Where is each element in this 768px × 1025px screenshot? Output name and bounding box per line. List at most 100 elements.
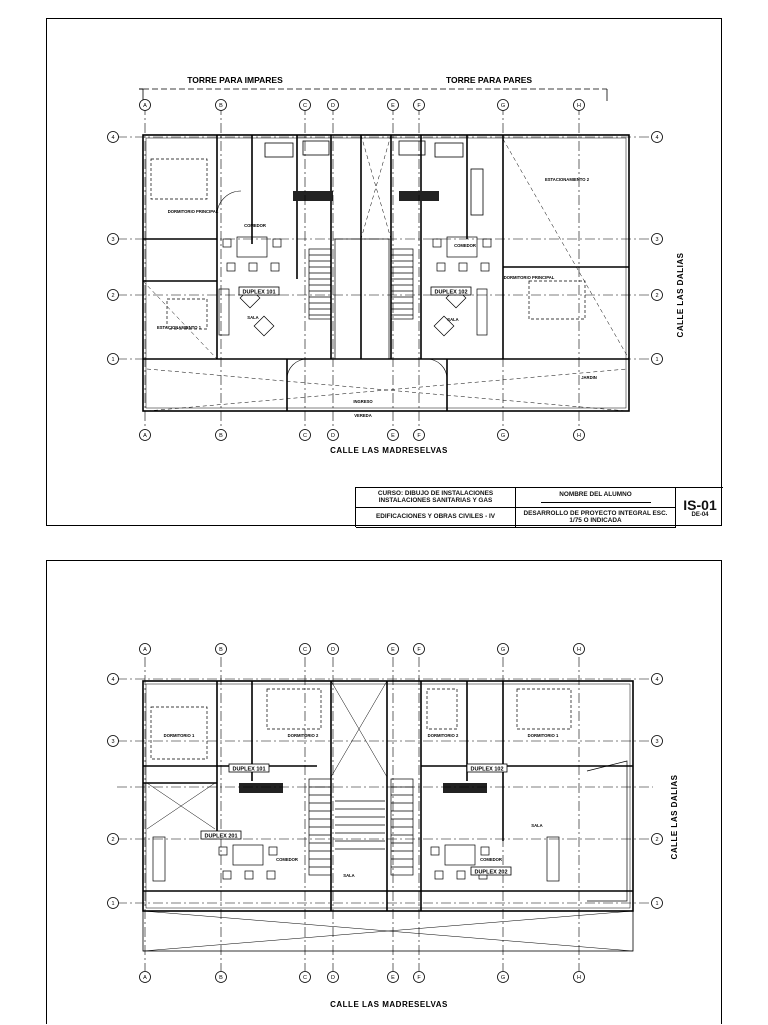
grid-column-bubble [497, 971, 509, 983]
grid-column-bubble [413, 99, 425, 111]
grid-column-bubble-label: A [143, 103, 147, 109]
grid-column-bubble-label: B [219, 103, 223, 109]
grid-column-bubble [327, 99, 339, 111]
sheet-code-cell: IS-01 DE-04 [676, 488, 724, 528]
room-label: COMEDOR [244, 223, 266, 228]
grid-column-bubble [139, 429, 151, 441]
tower-right-title: TORRE PARA PARES [446, 75, 532, 85]
student-name-label: NOMBRE DEL ALUMNO [559, 490, 632, 498]
room-label: INGRESO [353, 399, 373, 404]
grid-column-bubble [573, 643, 585, 655]
room-label: VEREDA [354, 413, 371, 418]
grid-column-bubble-label: A [143, 975, 147, 981]
grid-column-bubble-label: H [577, 975, 581, 981]
room-label: COMEDOR [276, 857, 298, 862]
grid-row-bubble [651, 673, 663, 685]
grid-row-bubble [107, 833, 119, 845]
grid-column-bubble-label: A [143, 433, 147, 439]
room-label: COMEDOR [480, 857, 502, 862]
room-label: DORMITORIO 1 [528, 733, 559, 738]
grid-column-bubble-label: E [391, 103, 395, 109]
grid-row-bubble [651, 897, 663, 909]
grid-column-bubble-label: E [391, 975, 395, 981]
grid-row-bubble-label: 4 [655, 677, 658, 683]
grid-row-bubble [107, 131, 119, 143]
grid-column-bubble-label: E [391, 433, 395, 439]
grid-column-bubble [299, 99, 311, 111]
grid-column-bubble [215, 99, 227, 111]
grid-column-bubble [139, 99, 151, 111]
grid-column-bubble-label: D [331, 103, 335, 109]
duplex-tag: DUPLEX 101 [242, 290, 275, 296]
floor-plan-1: TORRE PARA IMPARES TORRE PARA PARES [107, 75, 685, 455]
grid-row-bubble [107, 353, 119, 365]
grid-column-bubble [497, 429, 509, 441]
grid-row-bubble-label: 4 [111, 135, 114, 141]
program-cell: EDIFICACIONES Y OBRAS CIVILES - IV [356, 508, 516, 528]
grid-row-bubble-label: 1 [111, 901, 114, 907]
grid-row-bubble [107, 897, 119, 909]
grid-column-bubble-label: G [501, 433, 505, 439]
grid-column-bubble [327, 643, 339, 655]
grid-row-bubble [107, 735, 119, 747]
grid-row-bubble-label: 2 [655, 293, 658, 299]
grid-row-bubble [107, 289, 119, 301]
room-label: SALA [247, 315, 258, 320]
grid-row-bubble [651, 233, 663, 245]
course-cell: CURSO: DIBUJO DE INSTALACIONES INSTALACI… [356, 488, 516, 508]
street-label-bottom: CALLE LAS MADRESELVAS [330, 446, 448, 455]
grid-column-bubble [215, 429, 227, 441]
grid-column-bubble [139, 971, 151, 983]
grid-column-bubble-label: C [303, 975, 307, 981]
grid-column-bubble-label: H [577, 647, 581, 653]
grid-column-bubble [387, 643, 399, 655]
room-label: DORMITORIO 2 [428, 733, 459, 738]
room-label: DORMITORIO PRINCIPAL [168, 209, 219, 214]
grid-column-bubble-label: C [303, 103, 307, 109]
grid-column-bubble [299, 429, 311, 441]
duplex-tag: DUPLEX 101 [232, 767, 265, 773]
grid-row-bubble-label: 1 [111, 357, 114, 363]
tower-left-title: TORRE PARA IMPARES [187, 75, 283, 85]
grid-row-bubble-label: 2 [111, 293, 114, 299]
grid-column-bubble-label: F [417, 975, 421, 981]
grid-column-bubble-label: G [501, 103, 505, 109]
grid-column-bubble-label: G [501, 975, 505, 981]
room-label: COMEDOR [454, 243, 476, 248]
grid-column-bubble [215, 971, 227, 983]
grid-row-bubble-label: 3 [111, 237, 114, 243]
grid-column-bubble-label: G [501, 647, 505, 653]
grid-column-bubble [139, 643, 151, 655]
room-label: ESTACIONAMIENTO 1 [157, 325, 202, 330]
grid-column-bubble-label: C [303, 647, 307, 653]
street-label-right: CALLE LAS DALIAS [676, 252, 685, 337]
duplex-tag: DUPLEX 102 [434, 290, 467, 296]
grid-row-bubble-label: 2 [655, 837, 658, 843]
grid-column-bubble-label: H [577, 433, 581, 439]
grid-row-bubble [651, 833, 663, 845]
grid-column-bubble [299, 643, 311, 655]
grid-column-bubble [573, 99, 585, 111]
grid-column-bubble-label: F [417, 433, 421, 439]
grid-row-bubble [651, 353, 663, 365]
room-label: SALA [531, 823, 542, 828]
student-cell: NOMBRE DEL ALUMNO [516, 488, 676, 508]
grid-column-bubble-label: D [331, 975, 335, 981]
grid-column-bubble-label: F [417, 647, 421, 653]
room-label: SALA [447, 317, 458, 322]
room-label: DORMITORIO PRINCIPAL [504, 275, 555, 280]
sheet-subcode: DE-04 [691, 511, 709, 518]
grid-row-bubble-label: 4 [655, 135, 658, 141]
street-label-bottom: CALLE LAS MADRESELVAS [330, 1000, 448, 1009]
grid-column-bubble [573, 429, 585, 441]
grid-column-bubble [327, 429, 339, 441]
room-label: JARDIN [581, 375, 597, 380]
grid-row-bubble-label: 1 [655, 901, 658, 907]
grid-column-bubble [413, 971, 425, 983]
grid-column-bubble [387, 99, 399, 111]
grid-row-bubble [651, 131, 663, 143]
grid-row-bubble [651, 735, 663, 747]
grid-column-bubble-label: C [303, 433, 307, 439]
